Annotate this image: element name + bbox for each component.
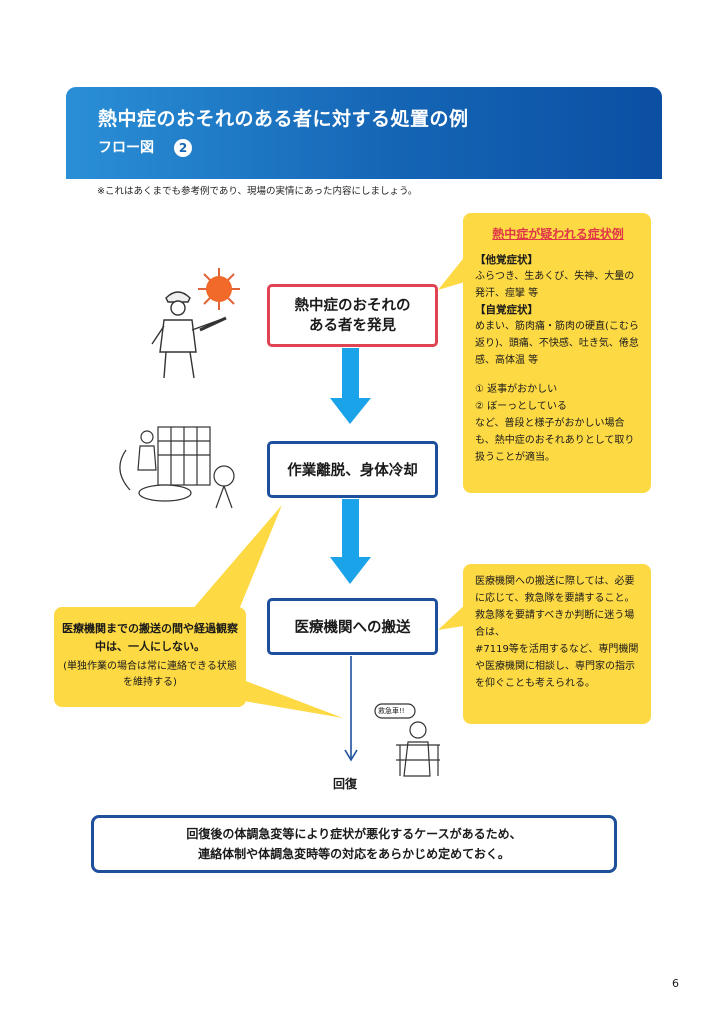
arrow-to-recovery [344, 656, 358, 762]
left-callout-tail-bottom [238, 678, 343, 718]
followup-line-2: 連絡体制や体調急変時等の対応をあらかじめ定めておく。 [198, 847, 510, 861]
arrow-down-2 [330, 499, 371, 584]
worker-illustration-2 [119, 426, 235, 509]
arrow-down-1 [330, 348, 371, 424]
ambulance-speech-text: 救急車!! [378, 707, 405, 715]
page-number: 6 [672, 977, 679, 990]
symptoms-note: など、普段と様子がおかしい場合も、熱中症のおそれありとして取り扱うことが適当。 [475, 418, 635, 463]
flow-step-discover: 熱中症のおそれの ある者を発見 [267, 284, 438, 347]
transport-text-1: 医療機関への搬送に際しては、必要に応じて、救急隊を要請すること。 [475, 576, 635, 604]
other-symptoms-heading: 【他覚症状】 [475, 254, 538, 266]
transport-text-2: 救急隊を要請すべきか判断に迷う場合は、 [475, 610, 635, 638]
flow-step-transport: 医療機関への搬送 [267, 598, 438, 655]
symptoms-callout: 熱中症が疑われる症状例 【他覚症状】 ふらつき、生あくび、失神、大量の発汗、痙攣… [463, 213, 651, 493]
other-symptoms-text: ふらつき、生あくび、失神、大量の発汗、痙攣 等 [475, 271, 635, 299]
flow-step-cooling: 作業離脱、身体冷却 [267, 441, 438, 498]
header-banner [66, 87, 662, 179]
reference-note: ※これはあくまでも参考例であり、現場の実情にあった内容にしましょう。 [97, 186, 418, 197]
never-alone-main: 医療機関までの搬送の間や経過観察中は、一人にしない。 [62, 622, 238, 653]
symptoms-title: 熱中症が疑われる症状例 [492, 227, 624, 241]
page-title: 熱中症のおそれのある者に対する処置の例 [98, 108, 469, 130]
followup-line-1: 回復後の体調急変等により症状が悪化するケースがあるため、 [186, 827, 522, 841]
transport-text-3: #7119等を活用するなど、専門機関や医療機関に相談し、専門家の指示を仰ぐことも… [475, 644, 639, 689]
sun-icon [198, 268, 240, 310]
flow-step-transport-label: 医療機関への搬送 [294, 620, 411, 636]
page-subtitle: フロー図 [98, 140, 154, 156]
never-alone-callout: 医療機関までの搬送の間や経過観察中は、一人にしない。 (単独作業の場合は常に連絡… [54, 607, 246, 707]
followup-notice-box: 回復後の体調急変等により症状が悪化するケースがあるため、 連絡体制や体調急変時等… [91, 815, 617, 873]
transport-callout: 医療機関への搬送に際しては、必要に応じて、救急隊を要請すること。 救急隊を要請す… [463, 564, 651, 724]
flow-step-discover-label: 熱中症のおそれの ある者を発見 [294, 297, 411, 334]
transport-callout-tail [438, 600, 470, 630]
self-symptoms-text: めまい、筋肉痛・筋肉の硬直(こむら返り)、頭痛、不快感、吐き気、倦怠感、高体温 … [475, 321, 639, 366]
flow-recovery-label: 回復 [333, 777, 358, 791]
symptom-item-2: ② ぼーっとしている [475, 401, 567, 412]
worker-illustration-3 [374, 703, 440, 777]
subtitle-number-badge: 2 [174, 139, 192, 157]
worker-illustration-1 [151, 291, 227, 379]
flow-step-cooling-label: 作業離脱、身体冷却 [287, 463, 418, 479]
symptom-item-1: ① 返事がおかしい [475, 384, 558, 395]
self-symptoms-heading: 【自覚症状】 [475, 304, 538, 316]
left-callout-tail-top [190, 505, 282, 612]
never-alone-sub: (単独作業の場合は常に連絡できる状態を維持する) [63, 661, 237, 688]
